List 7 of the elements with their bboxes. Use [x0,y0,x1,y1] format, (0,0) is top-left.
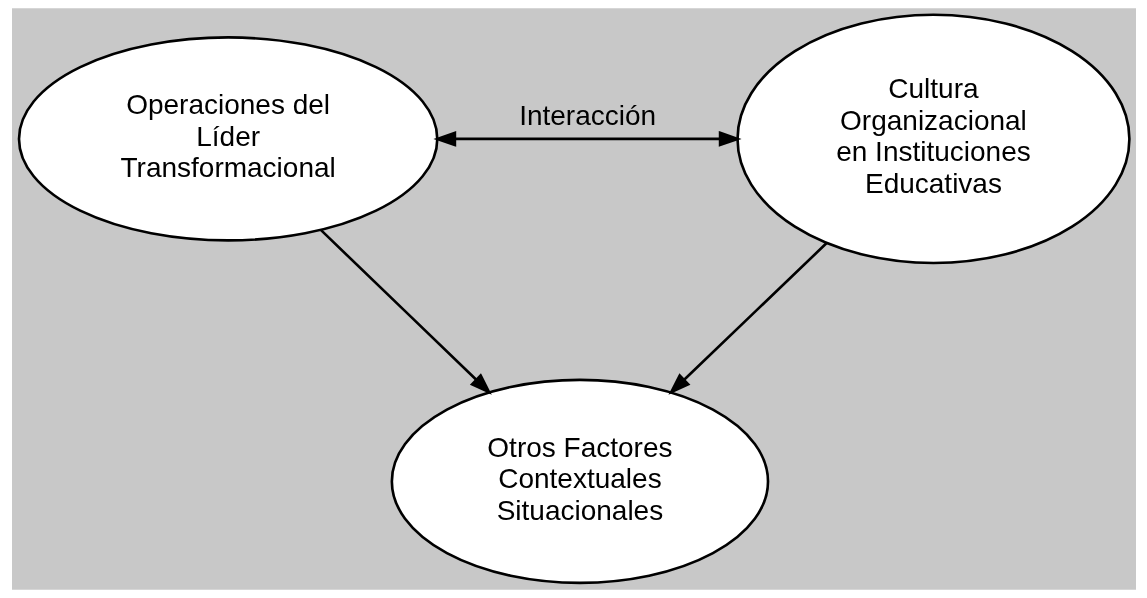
edge-label: Interacción [518,99,656,131]
node-ellipse: Cultura Organizacional en Instituciones Educativas [735,13,1131,265]
node-ellipse: Otros Factores Contextuales Situacionales [390,378,769,585]
arrow [319,229,492,395]
arrow [432,130,742,147]
arrow [667,241,828,395]
node-ellipse: Operaciones del Líder Transformacional [17,36,439,242]
